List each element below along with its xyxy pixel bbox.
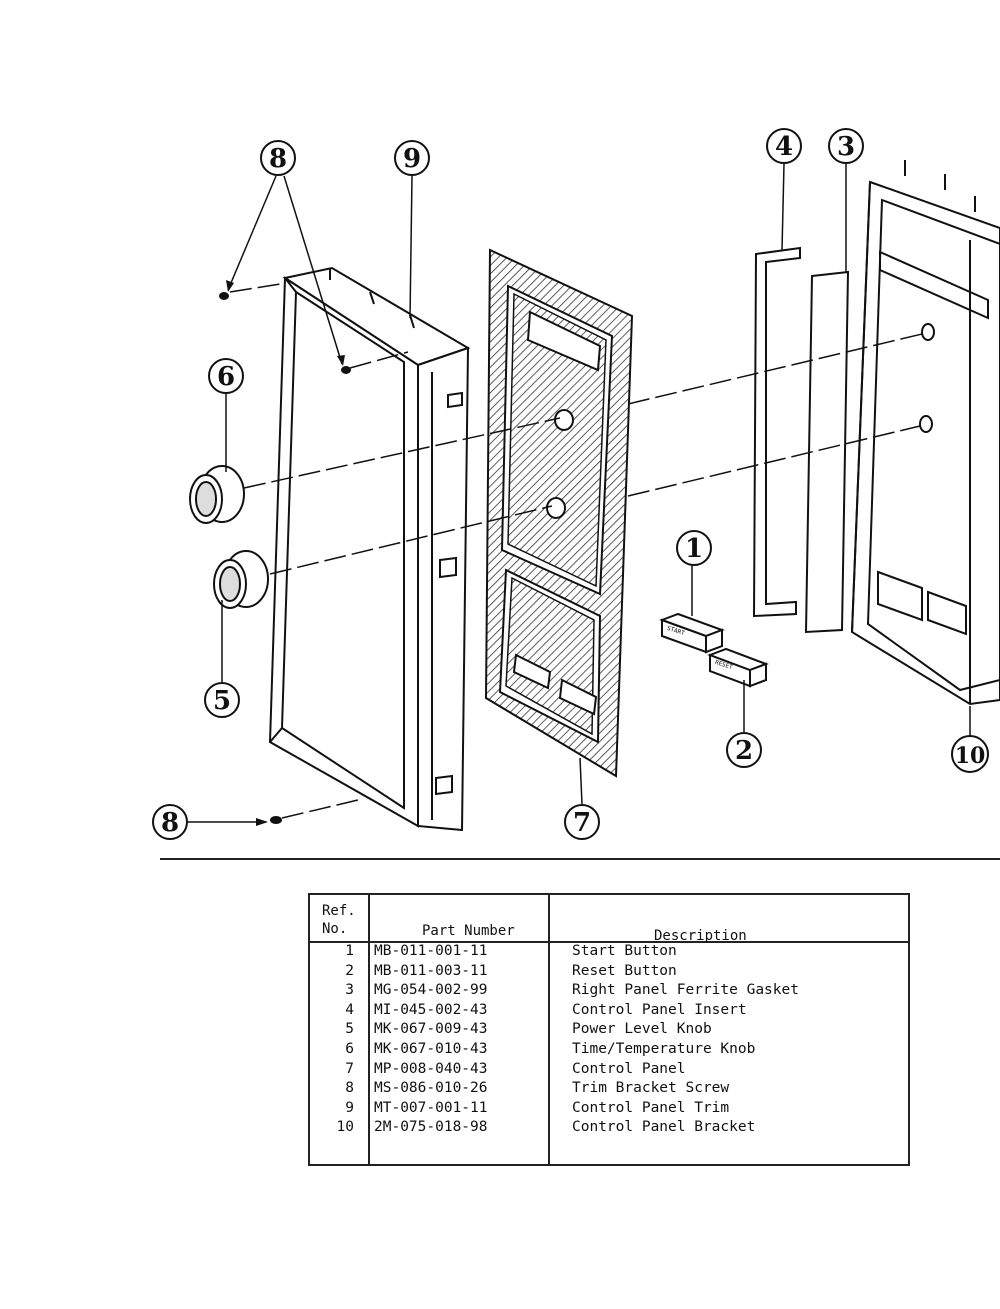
row-ref: 10 [336,1119,354,1136]
row-description: Control Panel Bracket [572,1119,756,1136]
control-panel [484,248,634,778]
header-part-number: Part Number [422,923,515,939]
row-part-number: MB-011-001-11 [374,943,488,959]
start-button: START [659,612,725,654]
table-row: 10 2M-075-018-98 Control Panel Bracket [310,1119,908,1139]
callout-8-top [260,140,296,176]
table-row: 1 MB-011-001-11 Start Button [310,943,908,963]
row-part-number: MI-045-002-43 [374,1001,488,1018]
row-description: Trim Bracket Screw [572,1080,730,1097]
row-part-number: MB-011-003-11 [374,962,488,979]
leader-arrowheads [226,280,345,826]
row-ref: 8 [345,1080,354,1097]
callout-1 [676,530,712,566]
table-row: 2 MB-011-003-11 Reset Button [310,963,908,983]
callout-6 [208,358,244,394]
row-ref: 1 [345,943,354,959]
callout-1-label: 1 [685,534,703,564]
row-description: Time/Temperature Knob [572,1041,756,1057]
time-temperature-knob [189,465,245,524]
row-part-number: MK-067-010-43 [374,1041,488,1057]
callout-7 [564,804,600,840]
row-description: Reset Button [572,962,677,979]
callout-4-label: 4 [775,132,793,162]
row-part-number: MT-007-001-11 [374,1099,488,1116]
callout-7-label: 7 [573,808,591,838]
row-description: Control Panel Trim [572,1099,730,1116]
power-level-knob [213,550,269,609]
header-description: Description [654,928,747,944]
callout-3 [828,128,864,164]
row-ref: 5 [345,1021,354,1038]
callout-2-label: 2 [735,736,753,766]
callout-10 [951,735,989,773]
table-row: 9 MT-007-001-11 Control Panel Trim [310,1100,908,1120]
callout-8-top-label: 8 [269,144,287,174]
row-ref: 7 [345,1060,354,1077]
row-part-number: MS-086-010-26 [374,1080,488,1097]
right-panel-ferrite-gasket [804,270,850,634]
row-description: Start Button [572,943,677,959]
row-part-number: MG-054-002-99 [374,982,488,999]
table-row: 3 MG-054-002-99 Right Panel Ferrite Gask… [310,982,908,1002]
exploded-parts-diagram: START RESET [152,128,1000,840]
row-ref: 4 [345,1001,354,1018]
table-row: 4 MI-045-002-43 Control Panel Insert [310,1002,908,1022]
row-ref: 3 [345,982,354,999]
callout-6-label: 6 [217,362,235,392]
row-part-number: MK-067-009-43 [374,1021,488,1038]
trim-bracket-screws [219,292,351,824]
row-description: Control Panel [572,1060,686,1077]
header-ref-line2: No. [322,921,348,937]
row-part-number: MP-008-040-43 [374,1060,488,1077]
row-ref: 9 [345,1099,354,1116]
table-row: 6 MK-067-010-43 Time/Temperature Knob [310,1041,908,1061]
control-panel-insert [752,246,801,618]
section-separator [160,858,1000,860]
header-ref-line1: Ref. [322,903,356,919]
row-ref: 6 [345,1041,354,1057]
part-column-divider [368,895,550,1164]
reset-button: RESET [707,647,769,688]
row-ref: 2 [345,962,354,979]
table-row: 5 MK-067-009-43 Power Level Knob [310,1021,908,1041]
callout-9 [394,140,430,176]
ref-column-divider [310,895,370,1164]
row-description: Right Panel Ferrite Gasket [572,982,799,999]
callout-2 [726,732,762,768]
row-description: Power Level Knob [572,1021,712,1038]
leader-lines [186,163,971,823]
callout-8-bottom [152,804,188,840]
callout-4 [766,128,802,164]
callout-5-label: 5 [213,686,231,716]
callout-5 [204,682,240,718]
table-row: 7 MP-008-040-43 Control Panel [310,1061,908,1081]
header-divider [310,941,908,943]
control-panel-trim [268,266,471,832]
control-panel-bracket [850,160,1000,706]
assembly-lines [229,283,923,819]
table-row: 8 MS-086-010-26 Trim Bracket Screw [310,1080,908,1100]
callout-9-label: 9 [403,144,421,174]
row-description: Control Panel Insert [572,1001,747,1018]
callout-3-label: 3 [837,132,855,162]
parts-list-table: Ref. No. Part Number Description 1 MB-01… [308,893,910,1166]
row-part-number: 2M-075-018-98 [374,1119,488,1136]
callout-10-label: 10 [955,743,986,769]
callout-8-bottom-label: 8 [161,808,179,838]
